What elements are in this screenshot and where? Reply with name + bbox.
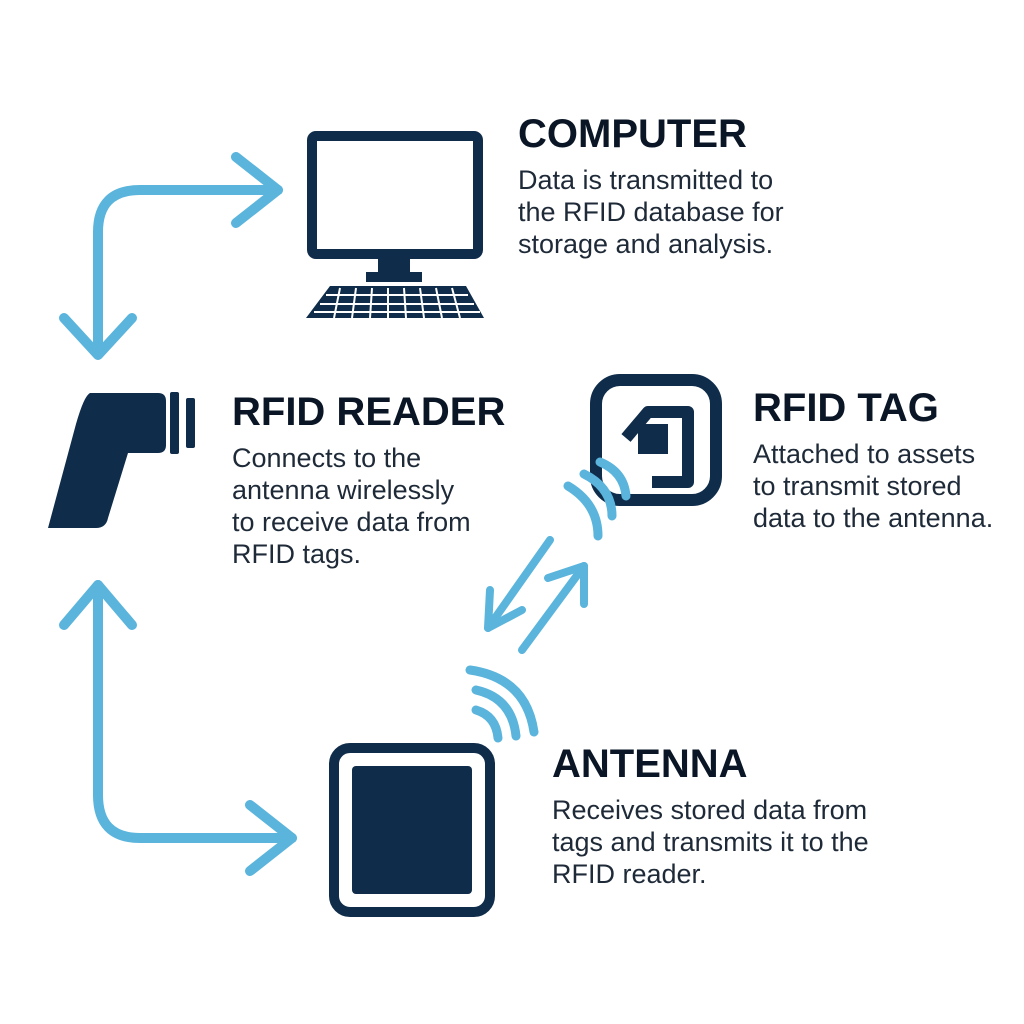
rfid-tag-text: Attached to assets to transmit stored da…: [753, 439, 994, 533]
antenna-title: ANTENNA: [552, 742, 748, 786]
arrow-reader-antenna: [59, 580, 297, 876]
rfid-reader-icon: [48, 392, 195, 528]
rfid-tag-description: RFID TAG Attached to assets to transmit …: [753, 384, 993, 534]
arrow-reader-computer: [59, 152, 283, 360]
computer-description: COMPUTER Data is transmitted to the RFID…: [518, 110, 784, 260]
rfid-reader-description: RFID READER Connects to the antenna wire…: [232, 388, 505, 570]
arrow-antenna-tag: [484, 536, 588, 654]
rfid-reader-text: Connects to the antenna wirelessly to re…: [232, 443, 471, 569]
computer-title: COMPUTER: [518, 112, 747, 156]
antenna-description: ANTENNA Receives stored data from tags a…: [552, 740, 869, 890]
antenna-text: Receives stored data from tags and trans…: [552, 795, 869, 889]
rfid-tag-title: RFID TAG: [753, 386, 939, 430]
computer-icon: [306, 131, 484, 319]
computer-text: Data is transmitted to the RFID database…: [518, 165, 784, 259]
rfid-reader-title: RFID READER: [232, 390, 506, 434]
antenna-signal-waves-icon: [465, 665, 539, 743]
antenna-icon: [329, 743, 495, 917]
rfid-tag-icon: [590, 374, 722, 506]
tag-signal-waves-icon: [563, 457, 631, 541]
